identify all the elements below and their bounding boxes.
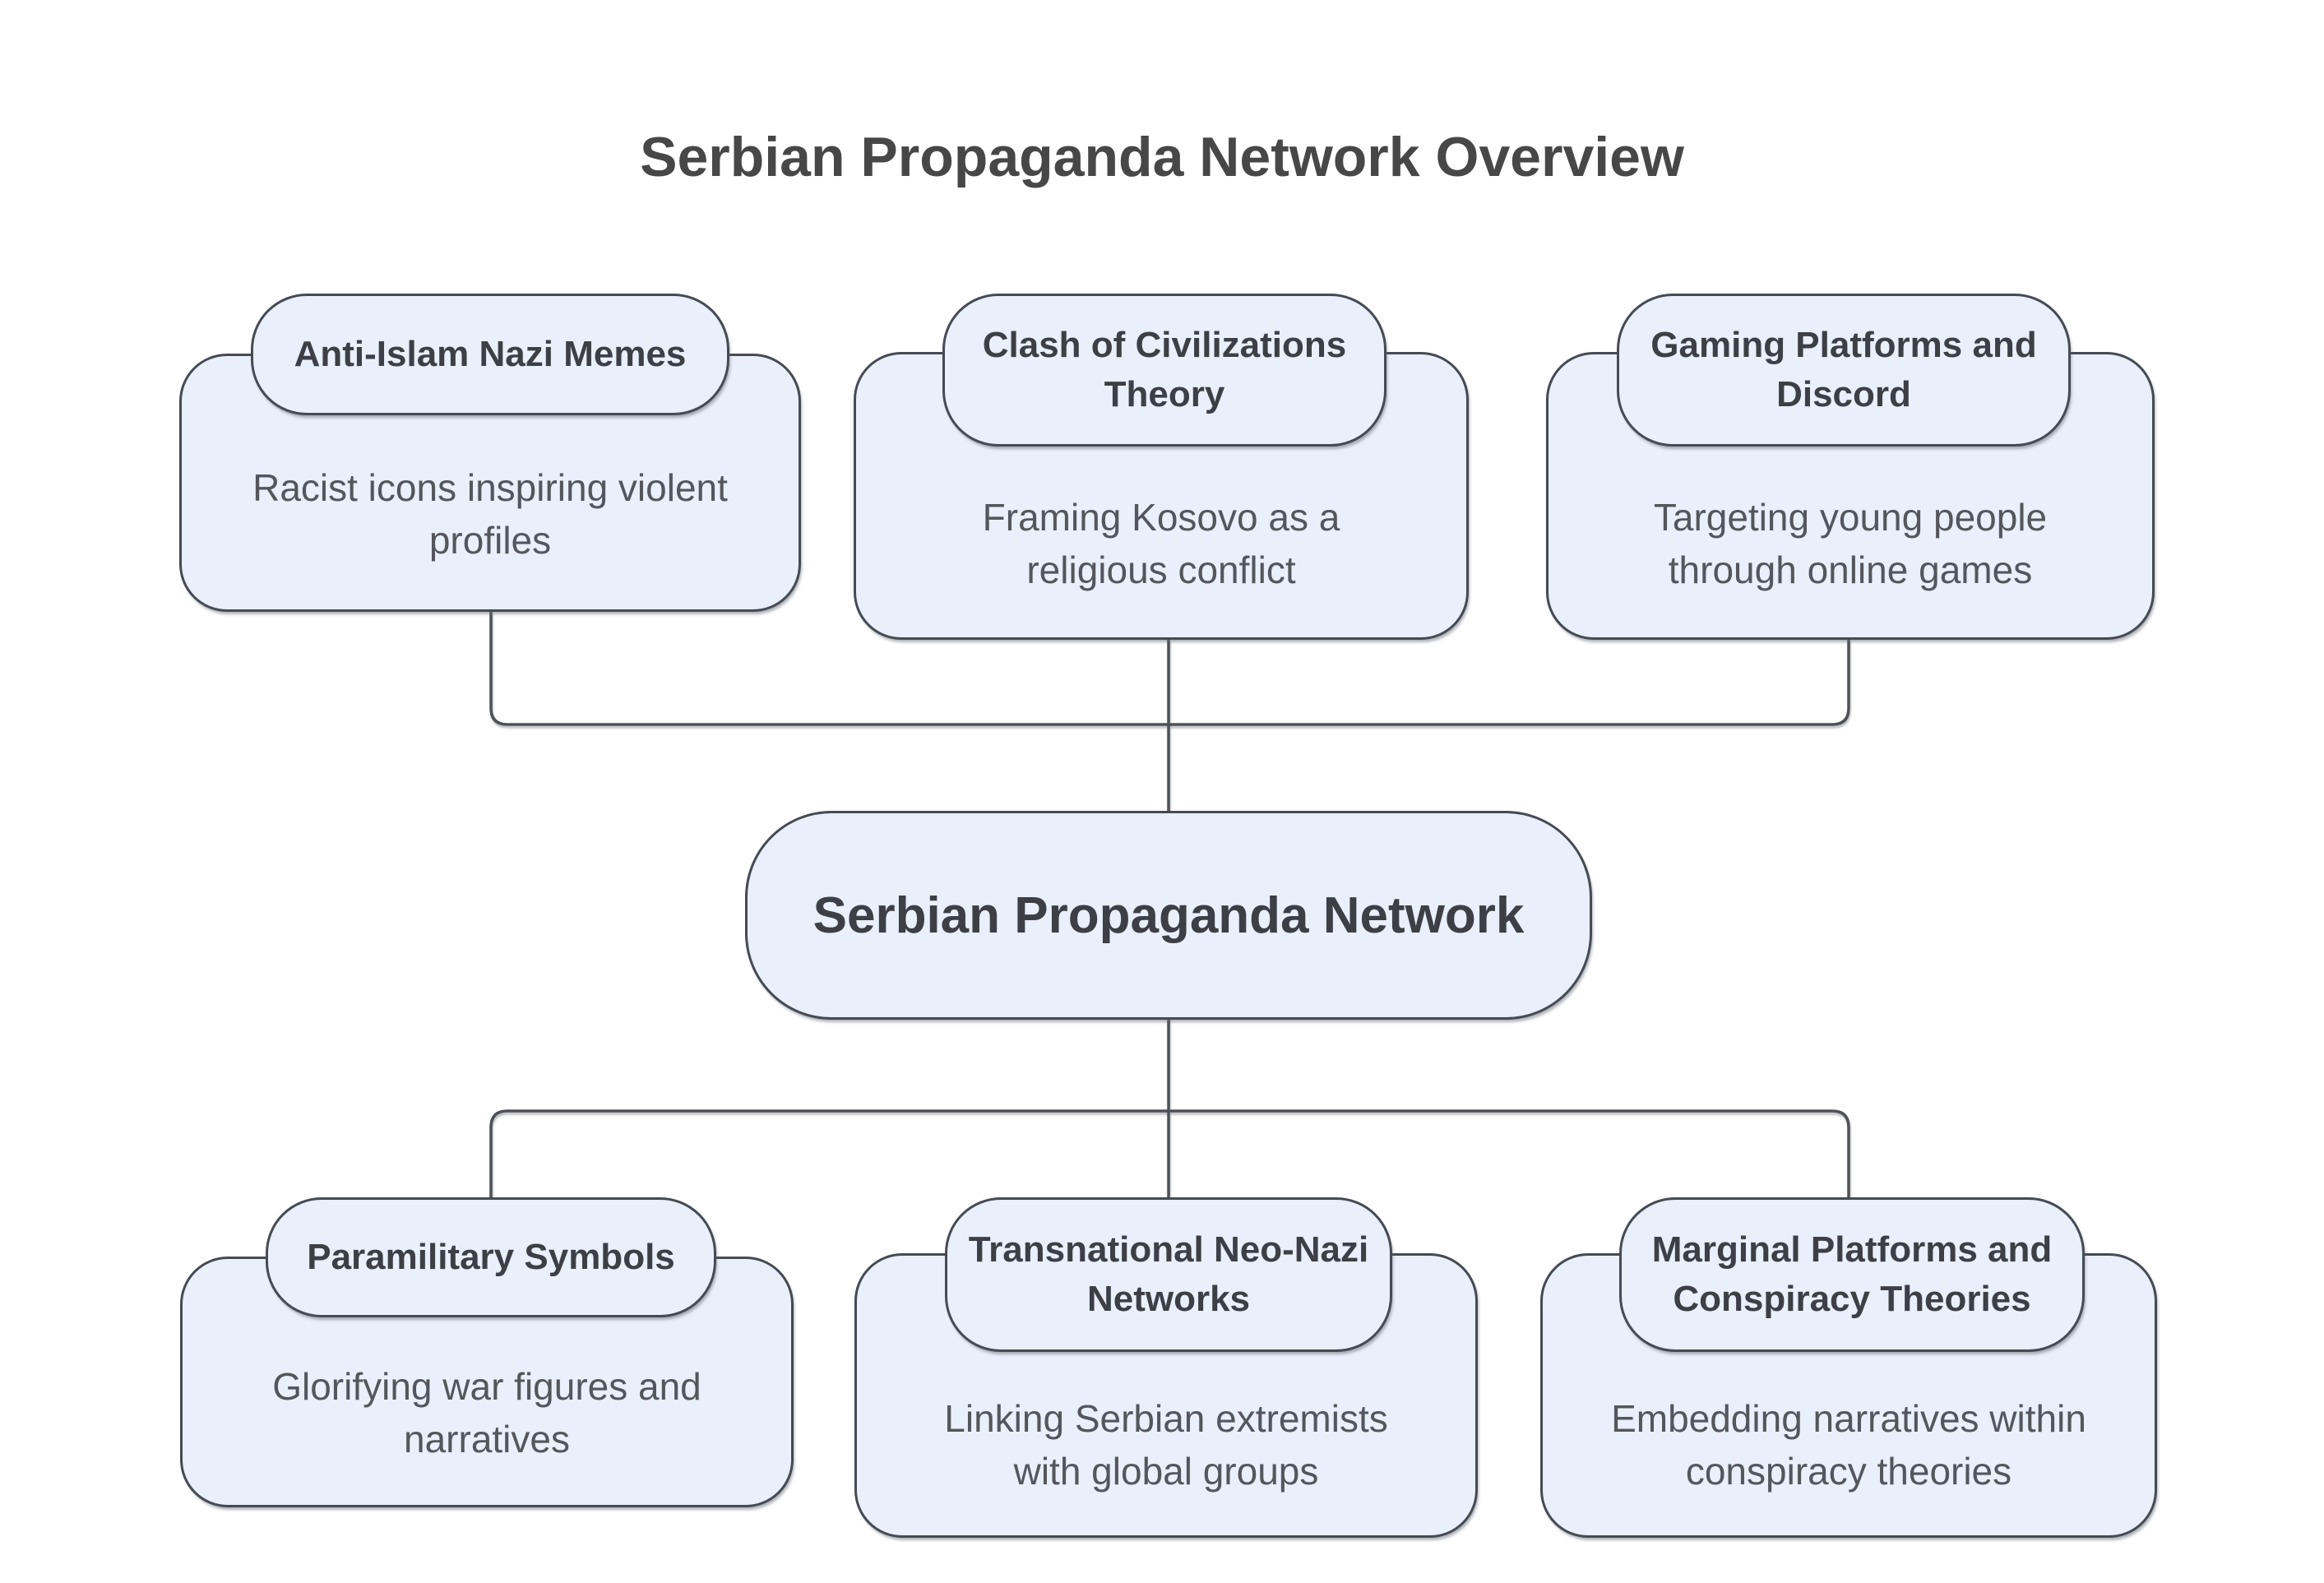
node-title-pill-clash-of-civilizations-theory: Clash of Civilizations Theory: [942, 294, 1387, 447]
top-connector-path: [489, 612, 1850, 814]
node-body-text: Framing Kosovo as a religious conflict: [982, 495, 1340, 591]
node-body-text: Linking Serbian extremists with global g…: [944, 1397, 1388, 1493]
node-title-pill-paramilitary-symbols: Paramilitary Symbols: [266, 1197, 716, 1317]
node-title-pill-gaming-platforms-and-discord: Gaming Platforms and Discord: [1617, 294, 2071, 447]
node-title-text: Gaming Platforms and Discord: [1650, 325, 2037, 414]
node-title-pill-transnational-neo-nazi-networks: Transnational Neo-Nazi Networks: [945, 1197, 1392, 1352]
node-serbian-propaganda-network: Serbian Propaganda Network: [745, 811, 1592, 1020]
node-title-text: Transnational Neo-Nazi Networks: [968, 1229, 1369, 1319]
node-title-text: Clash of Civilizations Theory: [982, 325, 1347, 414]
node-body-text: Targeting young people through online ga…: [1653, 495, 2048, 591]
bottom-connector-path: [489, 1018, 1850, 1199]
node-body-text: Racist icons inspiring violent profiles: [252, 465, 728, 562]
diagram-title: Serbian Propaganda Network Overview: [640, 126, 1684, 188]
node-title-text: Marginal Platforms and Conspiracy Theori…: [1651, 1229, 2053, 1319]
node-body-text: Glorifying war figures and narratives: [272, 1364, 701, 1460]
node-title-text: Paramilitary Symbols: [307, 1237, 675, 1277]
node-body-text: Embedding narratives within conspiracy t…: [1611, 1397, 2086, 1493]
node-title-pill-marginal-platforms-and-conspiracy-theories: Marginal Platforms and Conspiracy Theori…: [1619, 1197, 2085, 1352]
node-title-text: Anti-Islam Nazi Memes: [294, 334, 687, 374]
node-title-pill-anti-islam-nazi-memes: Anti-Islam Nazi Memes: [251, 294, 729, 415]
center-node-label: Serbian Propaganda Network: [812, 886, 1525, 944]
